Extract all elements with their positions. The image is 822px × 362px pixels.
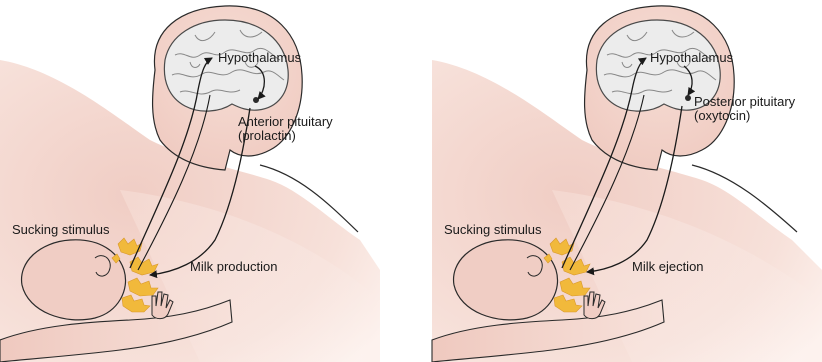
baby-head: [22, 240, 126, 320]
label-hormone: (oxytocin): [694, 108, 750, 123]
pituitary-gland: [685, 95, 691, 101]
label-hypothalamus: Hypothalamus: [650, 50, 734, 65]
label-stimulus: Sucking stimulus: [12, 222, 110, 237]
baby-head: [454, 240, 558, 320]
label-hormone: (prolactin): [238, 128, 296, 143]
panel-prolactin: Hypothalamus Anterior pituitary (prolact…: [0, 6, 380, 362]
label-hypothalamus: Hypothalamus: [218, 50, 302, 65]
label-pituitary: Anterior pituitary: [238, 114, 333, 129]
label-effect: Milk ejection: [632, 259, 704, 274]
label-stimulus: Sucking stimulus: [444, 222, 542, 237]
label-pituitary: Posterior pituitary: [694, 94, 796, 109]
label-effect: Milk production: [190, 259, 277, 274]
panel-oxytocin: Hypothalamus Posterior pituitary (oxytoc…: [432, 6, 822, 362]
